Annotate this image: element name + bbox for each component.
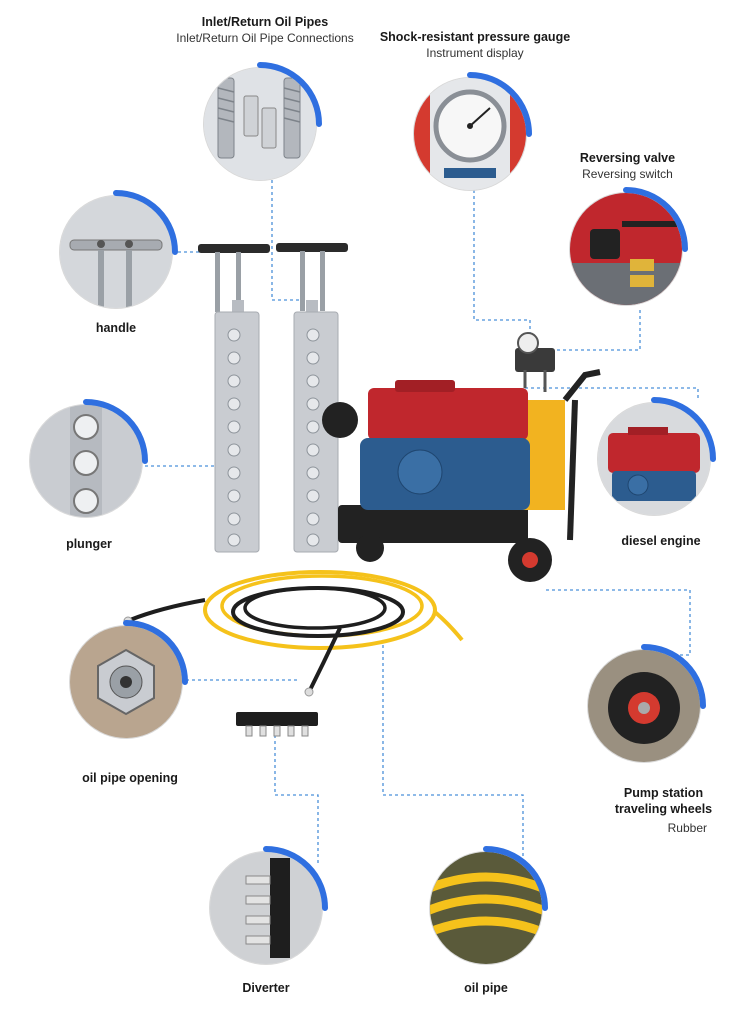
gauge-title: Shock-resistant pressure gauge: [379, 30, 571, 44]
label-pressure-gauge: Shock-resistant pressure gauge Instrumen…: [360, 30, 590, 61]
callout-oil-pipe: [430, 852, 542, 964]
accent-arc-opening: [123, 620, 188, 685]
accent-arc-inlet-pipes: [257, 62, 322, 127]
label-inlet-return-pipes: Inlet/Return Oil Pipes Inlet/Return Oil …: [150, 15, 380, 46]
label-reversing-valve: Reversing valve Reversing switch: [560, 151, 695, 182]
inlet-pipes-subtitle: Inlet/Return Oil Pipe Connections: [176, 30, 354, 45]
oil-pipe-title: oil pipe: [464, 981, 508, 995]
splitter-cylinder-left: [198, 244, 270, 553]
pump-station: [322, 332, 601, 582]
reversing-valve-subtitle: Reversing switch: [582, 166, 673, 181]
label-wheels: Pump station traveling wheels Rubber: [596, 786, 731, 836]
handle-title: handle: [95, 321, 137, 335]
diverter-block: [236, 712, 318, 737]
callout-plunger: [30, 405, 142, 517]
label-oil-pipe-opening: oil pipe opening: [55, 771, 205, 787]
accent-arc-reversing-valve: [623, 187, 688, 252]
connector-diverter: [274, 735, 319, 865]
accent-arc-plunger: [83, 399, 148, 464]
reversing-valve-title: Reversing valve: [579, 151, 676, 165]
connector-wheels: [545, 589, 691, 656]
callout-oil-pipe-opening: [70, 626, 182, 738]
wheels-title-line2: traveling wheels: [614, 801, 713, 816]
label-diverter: Diverter: [210, 981, 322, 997]
gauge-subtitle: Instrument display: [426, 45, 524, 60]
oil-pipe-opening-title: oil pipe opening: [82, 771, 178, 785]
label-handle: handle: [60, 321, 172, 337]
callout-wheels: [588, 650, 700, 762]
label-oil-pipe: oil pipe: [430, 981, 542, 997]
callout-handle: [60, 196, 172, 308]
callout-pressure-gauge: [414, 78, 526, 190]
wheels-subtitle: Rubber: [667, 821, 707, 836]
accent-arc-wheels: [641, 644, 706, 709]
label-plunger: plunger: [30, 537, 148, 553]
accent-arc-oil-pipe: [483, 846, 548, 911]
wheels-title-line1: Pump station: [623, 786, 704, 800]
connector-oil-pipe: [382, 645, 524, 858]
accent-arc-diverter: [263, 846, 328, 911]
diesel-engine-title: diesel engine: [621, 534, 701, 548]
label-diesel-engine: diesel engine: [596, 534, 726, 550]
inlet-pipes-title: Inlet/Return Oil Pipes: [201, 15, 329, 29]
callout-inlet-return-pipes: [204, 68, 316, 180]
connector-inlet-pipes: [271, 180, 300, 301]
callout-diverter: [210, 852, 322, 964]
diverter-title: Diverter: [242, 981, 290, 995]
splitter-cylinder-right: [276, 243, 348, 553]
callout-reversing-valve: [570, 193, 682, 305]
accent-arc-handle: [113, 190, 178, 255]
plunger-title: plunger: [66, 537, 112, 551]
accent-arc-diesel: [651, 397, 716, 462]
accent-arc-gauge: [467, 72, 532, 137]
callout-diesel-engine: [598, 403, 710, 515]
